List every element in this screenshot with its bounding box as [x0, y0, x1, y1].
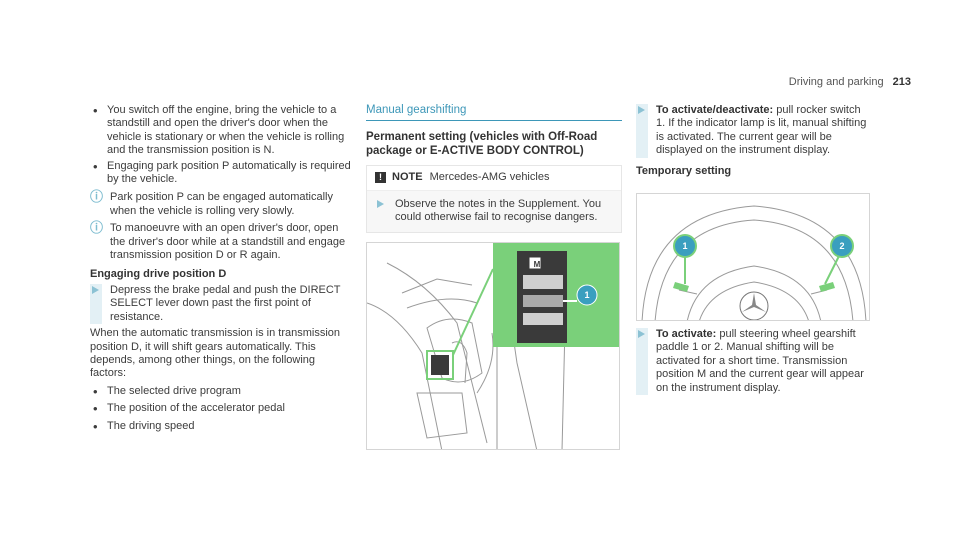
page-number: 213: [892, 76, 911, 88]
info-icon: ⓘ: [90, 189, 104, 205]
steering-wheel-illustration: 1 2: [636, 193, 870, 321]
right-column-lower: To activate: pull steering wheel gearshi…: [636, 328, 872, 396]
step-arrow-icon: [636, 104, 648, 158]
callout-number: 2: [839, 241, 845, 251]
list-item: The driving speed: [90, 420, 352, 434]
engaging-title: Engaging drive position D: [90, 268, 227, 281]
note-label: NOTE: [392, 171, 423, 184]
callout-number: 1: [584, 290, 590, 300]
step-arrow-icon: [636, 328, 648, 396]
note-header: ! NOTE Mercedes-AMG vehicles: [367, 166, 621, 191]
list-item: Engaging park position P automatically i…: [90, 160, 352, 187]
switch-label: M: [533, 260, 541, 269]
right-column: To activate/deactivate: pull rocker swit…: [636, 104, 872, 178]
list-item: The selected drive program: [90, 385, 352, 399]
instruction-step: To activate/deactivate: pull rocker swit…: [636, 104, 872, 158]
step-label: To activate/deactivate:: [656, 104, 774, 116]
temporary-title: Temporary setting: [636, 164, 732, 177]
note-text: To manoeuvre with an open driver's door,…: [110, 222, 346, 262]
center-console-drawing: [367, 243, 619, 449]
note-box: ! NOTE Mercedes-AMG vehicles Observe the …: [366, 165, 622, 234]
page-header: Driving and parking 213: [789, 76, 911, 89]
instruction-step: Depress the brake pedal and push the DIR…: [90, 283, 352, 325]
list-item: The position of the accelerator pedal: [90, 402, 352, 416]
left-column: You switch off the engine, bring the veh…: [90, 104, 352, 433]
section-title: Manual gearshifting: [366, 104, 622, 122]
factor-list: The selected drive program The position …: [90, 385, 352, 434]
console-illustration: M 1: [366, 242, 620, 450]
note-item: ⓘ To manoeuvre with an open driver's doo…: [90, 220, 352, 262]
step-text: Depress the brake pedal and push the DIR…: [110, 283, 341, 323]
list-item: You switch off the engine, bring the veh…: [90, 104, 352, 158]
instruction-step: Observe the notes in the Supplement. You…: [375, 198, 613, 225]
section-name: Driving and parking: [788, 76, 884, 88]
subtitle: Permanent setting (vehicles with Off-Roa…: [366, 131, 598, 157]
step-label: To activate:: [656, 328, 717, 340]
middle-column: Manual gearshifting Permanent setting (v…: [366, 104, 622, 234]
note-text: Park position P can be engaged automatic…: [110, 191, 333, 217]
step-arrow-icon: [90, 283, 102, 325]
step-arrow-icon: [375, 198, 387, 225]
note-subject: Mercedes-AMG vehicles: [429, 171, 550, 184]
steering-wheel-drawing: [641, 205, 867, 320]
bullet-list-top: You switch off the engine, bring the veh…: [90, 104, 352, 186]
step-text: pull steering wheel gearshift paddle 1 o…: [656, 328, 864, 394]
step-text: Observe the notes in the Supplement. You…: [395, 197, 602, 224]
step-text: pull rocker switch 1. If the indicator l…: [656, 104, 867, 157]
note-item: ⓘ Park position P can be engaged automat…: [90, 189, 352, 218]
callout-number: 1: [682, 241, 688, 251]
paragraph: When the automatic transmission is in tr…: [90, 327, 341, 380]
note-body: Observe the notes in the Supplement. You…: [367, 190, 621, 233]
warning-icon: !: [375, 172, 386, 184]
instruction-step: To activate: pull steering wheel gearshi…: [636, 328, 872, 396]
info-icon: ⓘ: [90, 220, 104, 236]
